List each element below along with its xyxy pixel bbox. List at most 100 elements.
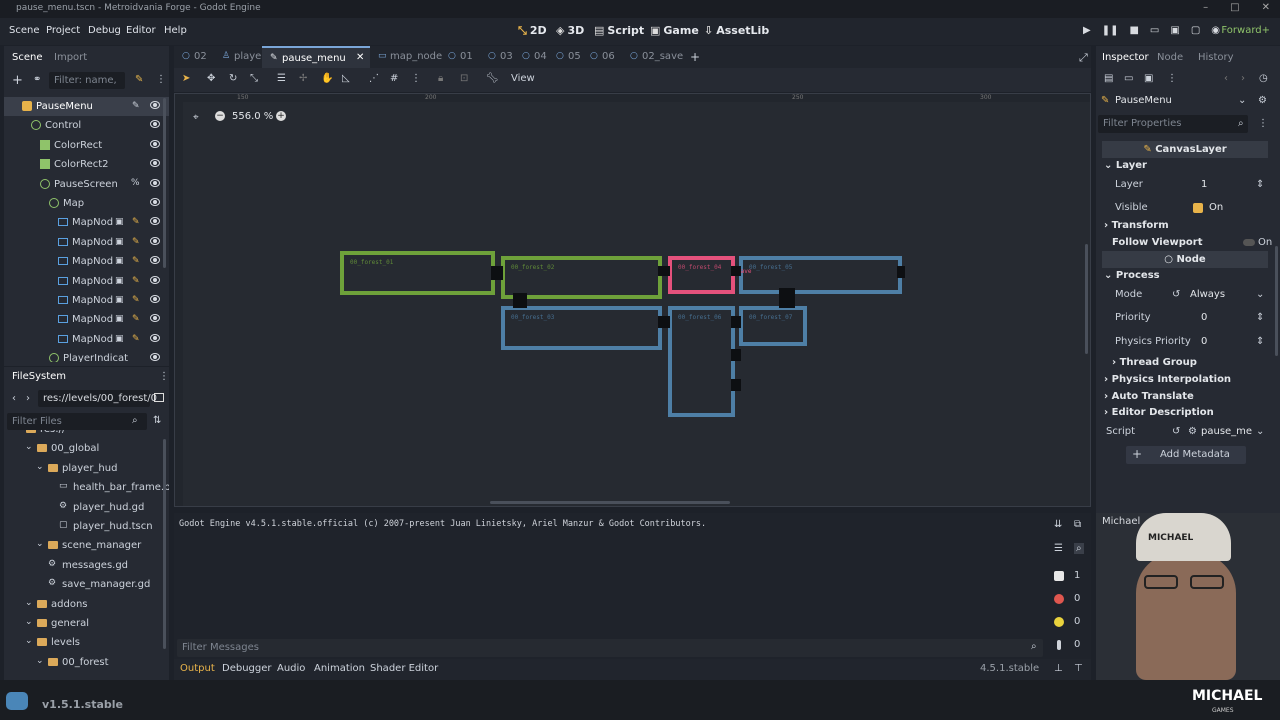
map-room[interactable]: 00_forest_04 [668, 256, 735, 294]
center-view-icon[interactable]: ⌖ [193, 112, 199, 123]
history-back-icon[interactable]: ‹ [1224, 73, 1228, 84]
stepper-icon[interactable]: ⇕ [1256, 312, 1265, 323]
mode-property[interactable]: Mode↺Always⌄ [1115, 289, 1265, 300]
group-icon[interactable]: ⊡ [460, 73, 469, 84]
file-row[interactable]: ⚙player_hud.gd [4, 498, 169, 517]
process-section[interactable]: ⌄ Process [1104, 270, 1160, 281]
menu-project[interactable]: Project [46, 25, 81, 36]
back-icon[interactable]: ‹ [12, 393, 16, 404]
resource-more-icon[interactable]: ⋮ [1167, 73, 1177, 84]
add-metadata-button[interactable]: +Add Metadata [1126, 446, 1246, 464]
node-settings-icon[interactable]: ⚙ [1258, 95, 1267, 106]
filter-properties-input[interactable]: Filter Properties [1098, 115, 1248, 133]
new-resource-icon[interactable]: ▤ [1104, 73, 1114, 84]
message-count-icon[interactable] [1054, 571, 1064, 581]
script-icon[interactable]: ✎ [132, 217, 140, 228]
file-row[interactable]: ▢player_hud.tscn [4, 517, 169, 536]
script-attach-icon[interactable]: ✎ [135, 74, 144, 85]
stepper-icon[interactable]: ⇕ [1256, 179, 1265, 190]
script-icon[interactable]: ✎ [132, 314, 140, 325]
warning-count-icon[interactable] [1054, 617, 1064, 627]
scene-tree-row[interactable]: ColorRect2 [4, 155, 169, 174]
rotate-tool-icon[interactable]: ↻ [229, 73, 238, 84]
map-room[interactable]: 00_forest_03 [501, 306, 662, 350]
forward-icon[interactable]: › [26, 393, 30, 404]
map-room[interactable]: 00_forest_06 [668, 306, 735, 417]
instance-icon[interactable]: ▣ [115, 217, 124, 228]
visibility-eye-icon[interactable] [150, 178, 160, 187]
scene-tab[interactable]: ○04 [514, 46, 548, 68]
scene-tab[interactable]: ○03 [480, 46, 514, 68]
script-icon[interactable]: ✎ [132, 101, 140, 111]
script-icon[interactable]: ✎ [132, 256, 140, 267]
zoom-out-icon[interactable]: − [215, 111, 225, 121]
follow-viewport-section[interactable]: Follow Viewport [1112, 237, 1203, 248]
smart-snap-icon[interactable]: ⋰ [369, 73, 379, 84]
visibility-eye-icon[interactable] [150, 256, 160, 265]
scene-tab[interactable]: ○02 [174, 46, 214, 68]
expand-arrow-icon[interactable]: ⌄ [14, 430, 22, 433]
clear-output-icon[interactable]: ⇊ [1054, 519, 1063, 530]
file-row[interactable]: ⌄00_global [4, 439, 169, 458]
add-node-icon[interactable]: + [12, 73, 23, 88]
scene-tree-row[interactable]: MapNod▣✎ [4, 330, 169, 349]
file-row[interactable]: ⌄res:// [4, 430, 169, 439]
file-row[interactable]: ⌄levels [4, 633, 169, 652]
menu-help[interactable]: Help [164, 25, 187, 36]
instance-icon[interactable]: ▣ [115, 333, 124, 344]
expand-arrow-icon[interactable]: ⌄ [36, 461, 44, 472]
tab-history[interactable]: History [1198, 52, 1234, 63]
expand-arrow-icon[interactable]: ⌄ [36, 539, 44, 550]
lock-icon[interactable]: 🔒︎ [438, 73, 444, 84]
scene-tab[interactable]: ○01 [440, 46, 480, 68]
editor-description-section[interactable]: › Editor Description [1104, 407, 1214, 418]
stop-icon[interactable]: ■ [1129, 25, 1139, 36]
file-row[interactable]: ⌄00_forest [4, 653, 169, 672]
instance-icon[interactable]: ▣ [115, 275, 124, 286]
list-select-icon[interactable]: ☰ [277, 73, 286, 84]
visibility-eye-icon[interactable] [150, 217, 160, 226]
scene-tree-row[interactable]: MapNod▣✎ [4, 233, 169, 252]
history-forward-icon[interactable]: › [1241, 73, 1245, 84]
scene-tree-row[interactable]: MapNod▣✎ [4, 291, 169, 310]
tab-inspector[interactable]: Inspector [1102, 52, 1149, 63]
revert-icon[interactable]: ↺ [1172, 426, 1181, 437]
transform-section[interactable]: › Transform [1104, 220, 1169, 231]
auto-translate-section[interactable]: › Auto Translate [1104, 391, 1194, 402]
visibility-eye-icon[interactable] [150, 159, 160, 168]
visibility-eye-icon[interactable] [150, 198, 160, 206]
instance-icon[interactable]: ▣ [115, 256, 124, 267]
renderer-select[interactable]: Forward+ [1221, 25, 1270, 36]
minimize-icon[interactable]: – [1203, 2, 1209, 13]
script-icon[interactable]: ✎ [132, 275, 140, 286]
file-row[interactable]: ▭health_bar_frame.png [4, 478, 169, 497]
snap-options-icon[interactable]: ⋮ [411, 73, 421, 84]
scene-tree-row[interactable]: Map [4, 194, 169, 213]
save-resource-icon[interactable]: ▣ [1144, 73, 1154, 84]
filter-messages-input[interactable]: Filter Messages [177, 639, 1043, 657]
tab-debugger[interactable]: Debugger [222, 663, 272, 674]
pan-tool-icon[interactable]: ✋ [321, 73, 334, 84]
thread-group-section[interactable]: › Thread Group [1112, 357, 1197, 368]
view-menu[interactable]: View [511, 73, 535, 84]
visible-checkbox[interactable] [1193, 203, 1203, 213]
inspected-node[interactable]: PauseMenu [1115, 95, 1172, 106]
viewport-h-scrollbar[interactable] [490, 501, 730, 504]
close-tab-icon[interactable]: ✕ [356, 52, 365, 63]
tab-import[interactable]: Import [54, 52, 88, 63]
file-row[interactable]: ⚙save_manager.gd [4, 575, 169, 594]
tab-output[interactable]: Output [180, 663, 215, 674]
visibility-eye-icon[interactable] [150, 139, 160, 148]
file-row[interactable]: ⚙messages.gd [4, 556, 169, 575]
error-count-icon[interactable] [1054, 594, 1064, 604]
workspace-script[interactable]: ▤Script [594, 24, 645, 37]
tab-shader-editor[interactable]: Shader Editor [370, 663, 439, 674]
info-count-icon[interactable] [1057, 640, 1061, 650]
follow-viewport-toggle[interactable] [1243, 239, 1255, 246]
visibility-eye-icon[interactable] [150, 275, 160, 284]
tab-node[interactable]: Node [1157, 52, 1184, 63]
expand-panel-icon[interactable]: ⊤ [1074, 663, 1083, 674]
layer-section[interactable]: ⌄ Layer [1104, 160, 1147, 171]
